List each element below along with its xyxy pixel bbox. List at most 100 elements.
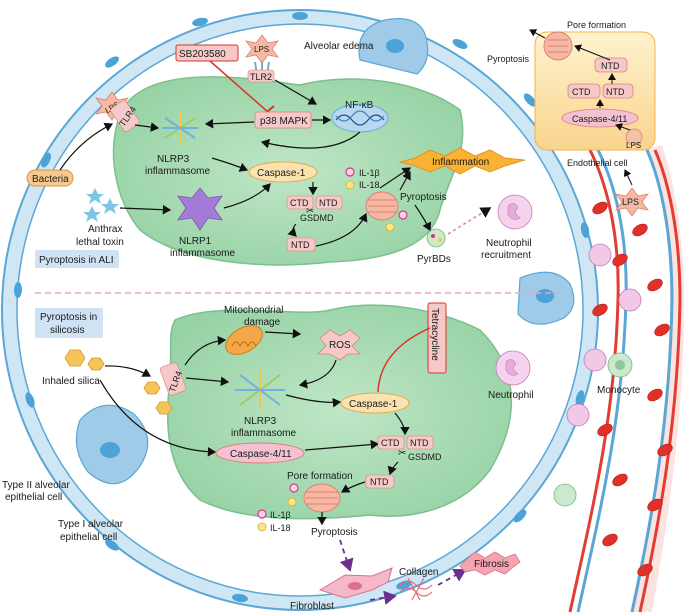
pyroptosis-endo-label: Pyroptosis bbox=[487, 54, 530, 64]
neutrophil-icon bbox=[495, 350, 531, 386]
pore-formation-bottom-label: Pore formation bbox=[287, 471, 353, 482]
neutrophil-recruit-label-2: recruitment bbox=[481, 250, 531, 261]
il1b-top-label: IL-1β bbox=[359, 168, 380, 178]
bottom-cell-body bbox=[166, 304, 513, 520]
type2-cell-top bbox=[358, 18, 429, 75]
vessel-neutrophils bbox=[553, 243, 642, 507]
pore-top-icon bbox=[365, 191, 399, 221]
mito-label-2: damage bbox=[244, 317, 281, 328]
mitochondria-icon bbox=[225, 325, 263, 355]
pyroptosis-top-label: Pyroptosis bbox=[400, 192, 447, 203]
caspase411-endo-pill bbox=[561, 108, 639, 128]
neutrophil-recruit-label-1: Neutrophil bbox=[486, 238, 532, 249]
ctd-top-label: CTD bbox=[290, 198, 309, 208]
nfkb-label: NF-κB bbox=[345, 100, 374, 111]
lps-endo-star-icon bbox=[615, 187, 649, 217]
nlrp3-bottom-label-1: NLRP3 bbox=[244, 416, 277, 427]
pyroptosis-silicosis-label-1: Pyroptosis in bbox=[40, 312, 97, 323]
blood-vessel bbox=[553, 140, 684, 613]
tetracycline-label: Tetracycline bbox=[429, 308, 440, 361]
il1b-bottom-label: IL-1β bbox=[270, 510, 291, 520]
ctd-endo-label: CTD bbox=[572, 87, 591, 97]
caspase411-endo-label: Caspase-4/11 bbox=[572, 114, 627, 124]
ros-label: ROS bbox=[329, 340, 351, 351]
ctd-bottom-label: CTD bbox=[381, 438, 400, 448]
lps-endo-small-label: LPS bbox=[626, 141, 641, 150]
scissors-top-icon: ✂ bbox=[306, 206, 314, 217]
p38-label: p38 MAPK bbox=[260, 116, 308, 127]
fibroblast-icon bbox=[318, 567, 393, 599]
il18-bottom-label: IL-18 bbox=[270, 523, 291, 533]
anthrax-toxin-icon bbox=[83, 188, 119, 222]
caspase1-top-pill bbox=[248, 161, 318, 183]
pyrbds-label: PyrBDs bbox=[417, 254, 451, 265]
nlrp3-bottom-label-2: inflammasome bbox=[231, 428, 296, 439]
inflammation-burst-icon bbox=[398, 147, 526, 175]
nlrp3-top-icon bbox=[162, 112, 198, 144]
inflammation-label: Inflammation bbox=[432, 157, 489, 168]
nlrp3-top-label-1: NLRP3 bbox=[157, 154, 190, 165]
pyroptosis-bottom-label: Pyroptosis bbox=[311, 527, 358, 538]
tlr4-bottom-receptor-icon bbox=[159, 362, 187, 396]
monocyte-label: Monocyte bbox=[597, 385, 641, 396]
type2-cell-left bbox=[75, 404, 149, 485]
gsdmd-bottom-label: GSDMD bbox=[408, 452, 442, 462]
pore-bottom-icon bbox=[303, 483, 341, 513]
lps-endo-label: LPS bbox=[622, 197, 639, 207]
collagen-icon bbox=[399, 577, 433, 601]
nfkb-dna-icon bbox=[331, 103, 389, 133]
inhaled-silica-label: Inhaled silica bbox=[42, 376, 100, 387]
ntd-bottom-label: NTD bbox=[370, 477, 389, 487]
type1-label-1: Type I alveolar bbox=[58, 519, 124, 530]
nlrp1-label-1: NLRP1 bbox=[179, 236, 212, 247]
nlrp3-bottom-icon bbox=[235, 370, 285, 410]
pyroptosis-silicosis-label-2: silicosis bbox=[50, 325, 84, 336]
mito-label-1: Mitochondrial bbox=[224, 305, 283, 316]
tlr4-top-receptor-icon bbox=[110, 100, 140, 132]
ntd-top-pair-label: NTD bbox=[319, 198, 338, 208]
pyroptosis-ali-box bbox=[35, 250, 119, 268]
bacteria-icon bbox=[26, 169, 74, 187]
scissors-bottom-icon: ✂ bbox=[398, 448, 406, 459]
sb203580-label: SB203580 bbox=[179, 49, 226, 60]
pyroptosis-silicosis-box bbox=[35, 308, 103, 338]
gsdmd-top-label: GSDMD bbox=[300, 213, 334, 223]
caspase1-bottom-pill bbox=[340, 392, 410, 414]
silica-icon bbox=[64, 349, 173, 415]
tetracycline-box bbox=[427, 302, 447, 374]
type1-label-2: epithelial cell bbox=[60, 532, 117, 543]
pyroptosis-ali-label: Pyroptosis in ALI bbox=[39, 255, 113, 266]
fibrosis-burst-icon bbox=[459, 551, 521, 576]
neutrophil-label: Neutrophil bbox=[488, 390, 534, 401]
caspase1-bottom-label: Caspase-1 bbox=[349, 399, 398, 410]
endothelial-cell-label: Endothelial cell bbox=[567, 158, 628, 168]
bacteria-label: Bacteria bbox=[32, 174, 69, 185]
ros-burst-icon bbox=[317, 329, 361, 361]
sb203580-box bbox=[175, 44, 239, 62]
lps-top-label: LPS bbox=[254, 45, 269, 54]
il18-top-label: IL-18 bbox=[359, 180, 380, 190]
type2-label-2: epithelial cell bbox=[5, 492, 62, 503]
nlrp3-top-label-2: inflammasome bbox=[145, 166, 210, 177]
collagen-label: Collagen bbox=[399, 567, 438, 578]
neutrophil-recruit-icon bbox=[497, 194, 533, 230]
ntd-bottom-pair-label: NTD bbox=[410, 438, 429, 448]
anthrax-label-1: Anthrax bbox=[88, 224, 122, 235]
ntd-top-label: NTD bbox=[291, 240, 310, 250]
type2-cell-right bbox=[517, 271, 575, 325]
pore-formation-endo-label: Pore formation bbox=[567, 20, 626, 30]
type2-label-1: Type II alveolar bbox=[2, 480, 70, 491]
ntd-endo-label: NTD bbox=[601, 61, 620, 71]
fibrosis-label: Fibrosis bbox=[474, 559, 509, 570]
ntd-endo-pair-label: NTD bbox=[606, 87, 625, 97]
fibroblast-label: Fibroblast bbox=[290, 601, 334, 612]
ntd-endo-box bbox=[594, 57, 628, 73]
alveolar-edema-label: Alveolar edema bbox=[304, 41, 374, 52]
pyrbds-icon bbox=[426, 228, 446, 248]
p38-box bbox=[254, 111, 312, 129]
caspase1-top-label: Caspase-1 bbox=[257, 168, 306, 179]
endothelial-box bbox=[529, 29, 656, 151]
nlrp1-label-2: inflammasome bbox=[170, 248, 235, 259]
